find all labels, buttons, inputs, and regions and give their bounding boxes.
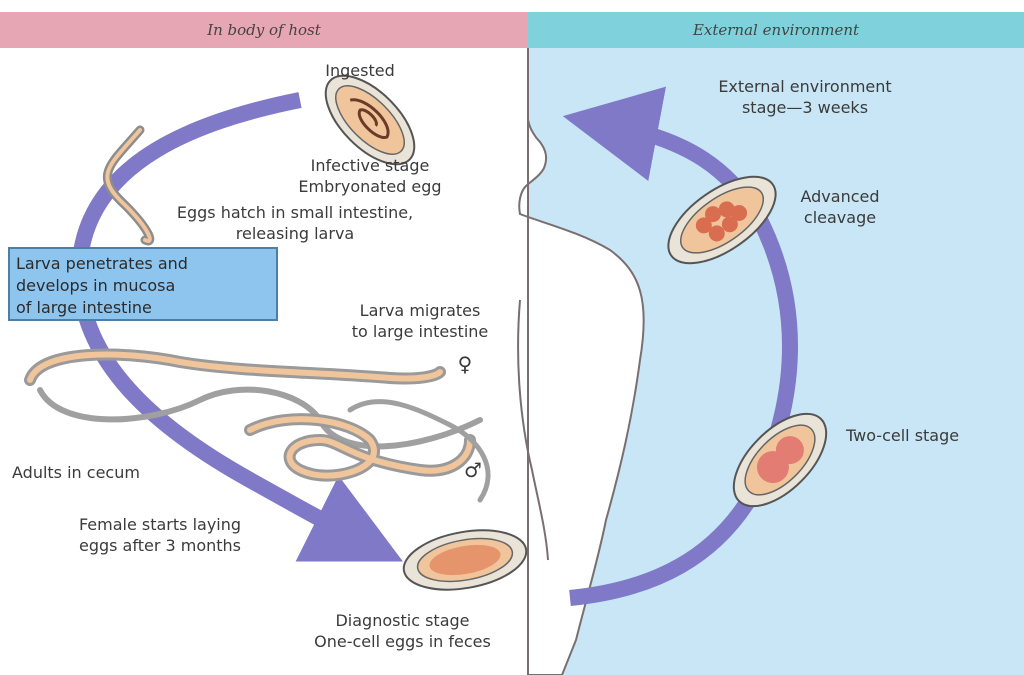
male-symbol: ♂: [460, 460, 486, 481]
label-larva-migrates: Larva migrates to large intestine: [320, 300, 520, 342]
label-diagnostic-stage: Diagnostic stage One-cell eggs in feces: [280, 610, 525, 652]
label-ingested: Ingested: [300, 60, 420, 81]
label-female-laying: Female starts laying eggs after 3 months: [40, 514, 280, 556]
label-two-cell-stage: Two-cell stage: [846, 425, 1016, 446]
adult-male-worm-icon: [250, 402, 488, 500]
label-infective-stage: Infective stage Embryonated egg: [270, 155, 470, 197]
label-eggs-hatch: Eggs hatch in small intestine, releasing…: [145, 202, 445, 244]
environment-header-label: External environment: [528, 12, 1024, 48]
one-cell-egg-icon: [399, 522, 531, 599]
label-advanced-cleavage: Advanced cleavage: [780, 186, 900, 228]
label-adults-in-cecum: Adults in cecum: [12, 462, 232, 483]
larva-penetrates-callout: Larva penetrates and develops in mucosa …: [8, 247, 278, 321]
host-header-label: In body of host: [0, 12, 528, 48]
label-external-stage: External environment stage—3 weeks: [650, 76, 960, 118]
female-symbol: ♀: [452, 354, 478, 375]
